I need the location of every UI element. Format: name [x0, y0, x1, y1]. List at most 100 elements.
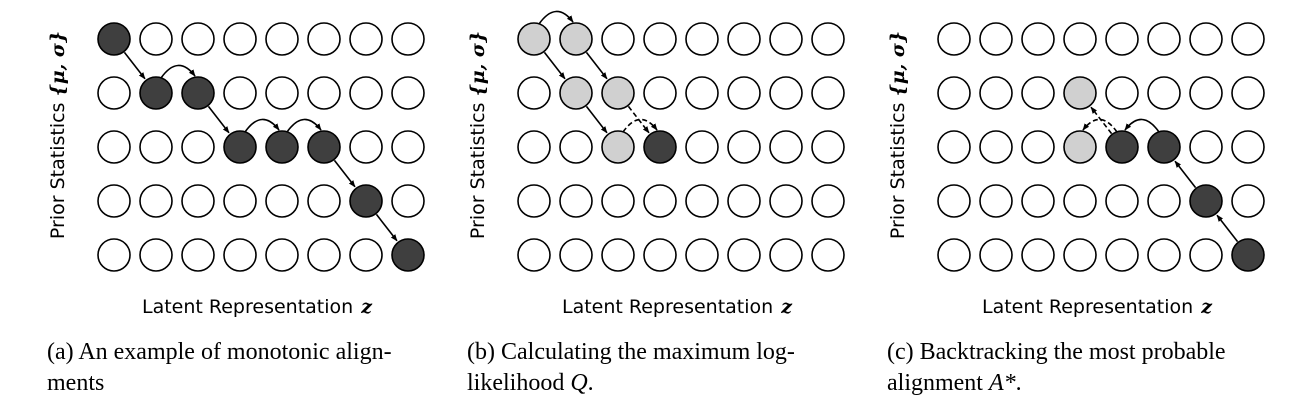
- grid-node: [517, 238, 551, 272]
- grid-node: [1021, 22, 1055, 56]
- grid-node: [685, 76, 719, 110]
- y-axis-symbol: {μ, σ}: [47, 30, 69, 97]
- grid-node: [685, 184, 719, 218]
- grid-node: [223, 22, 257, 56]
- y-axis-symbol: {μ, σ}: [887, 30, 909, 97]
- grid-node: [685, 130, 719, 164]
- y-axis-label-text: Prior Statistics: [887, 102, 909, 240]
- x-axis-label-text: Latent Representation: [562, 296, 774, 318]
- grid-node: [265, 22, 299, 56]
- x-axis-symbol: z: [1201, 296, 1212, 318]
- grid-node: [769, 238, 803, 272]
- transition-arrow: [207, 105, 230, 134]
- grid-node: [643, 184, 677, 218]
- y-axis-label: Prior Statistics {μ, σ}: [46, 5, 70, 265]
- grid-node: [391, 130, 425, 164]
- grid-node: [643, 238, 677, 272]
- transition-arrow: [375, 213, 398, 242]
- grid-node: [349, 238, 383, 272]
- grid-node: [643, 76, 677, 110]
- caption-tail: .: [587, 370, 594, 396]
- grid-node: [769, 130, 803, 164]
- grid-node: [97, 184, 131, 218]
- grid-node: [1105, 76, 1139, 110]
- grid-node: [139, 184, 173, 218]
- y-axis-label-text: Prior Statistics: [467, 102, 489, 240]
- caption-line-1: (c) Backtracking the most probable: [887, 339, 1226, 365]
- aligned-node: [391, 238, 425, 272]
- grid-node: [181, 22, 215, 56]
- grid-node: [1231, 22, 1265, 56]
- aligned-node: [643, 130, 677, 164]
- grid-node: [265, 76, 299, 110]
- transition-arrow: [333, 159, 356, 188]
- grid-node: [97, 238, 131, 272]
- grid-node: [769, 76, 803, 110]
- grid-node: [979, 184, 1013, 218]
- transition-arrow: [160, 64, 196, 79]
- grid-node: [811, 76, 845, 110]
- x-axis-label-text: Latent Representation: [142, 296, 354, 318]
- transition-arrow: [123, 51, 146, 80]
- grid-node: [307, 22, 341, 56]
- grid-node: [517, 76, 551, 110]
- grid-node: [727, 184, 761, 218]
- aligned-node: [223, 130, 257, 164]
- visited-node: [517, 22, 551, 56]
- grid-node: [307, 238, 341, 272]
- y-axis-symbol: {μ, σ}: [467, 30, 489, 97]
- panel-a: Prior Statistics {μ, σ} Latent Represent…: [0, 0, 425, 413]
- caption: (c) Backtracking the most probable align…: [887, 337, 1287, 399]
- grid-node: [1189, 238, 1223, 272]
- grid-node: [727, 238, 761, 272]
- grid-node: [139, 22, 173, 56]
- grid-node: [559, 184, 593, 218]
- grid-node: [1105, 238, 1139, 272]
- panel-c: Prior Statistics {μ, σ} Latent Represent…: [840, 0, 1265, 413]
- grid-node: [1021, 130, 1055, 164]
- grid-node: [937, 184, 971, 218]
- caption-math: Q: [570, 370, 588, 396]
- transition-arrow: [1124, 118, 1160, 133]
- y-axis-label-text: Prior Statistics: [47, 102, 69, 240]
- visited-node: [601, 130, 635, 164]
- grid-node: [265, 184, 299, 218]
- grid-node: [1147, 22, 1181, 56]
- grid-node: [1147, 76, 1181, 110]
- candidate-transition-arrow: [622, 118, 658, 133]
- grid-node: [769, 184, 803, 218]
- grid-node: [979, 22, 1013, 56]
- transition-arrow: [1174, 160, 1197, 189]
- caption-line-2-text: ments: [47, 370, 105, 396]
- x-axis-symbol: z: [781, 296, 792, 318]
- grid-node: [727, 130, 761, 164]
- grid-node: [1105, 184, 1139, 218]
- transition-arrow: [543, 51, 566, 80]
- caption-line-2: ments: [47, 368, 447, 399]
- caption-line-1: (a) An example of monotonic align-: [47, 339, 392, 365]
- grid-node: [1231, 184, 1265, 218]
- grid-node: [601, 238, 635, 272]
- grid-node: [391, 76, 425, 110]
- grid-node: [1063, 22, 1097, 56]
- grid-node: [979, 76, 1013, 110]
- aligned-node: [349, 184, 383, 218]
- x-axis-symbol: z: [361, 296, 372, 318]
- visited-node: [601, 76, 635, 110]
- alignment-grid-c: [937, 22, 1265, 272]
- grid-node: [811, 238, 845, 272]
- grid-node: [349, 22, 383, 56]
- grid-node: [937, 76, 971, 110]
- grid-node: [97, 130, 131, 164]
- y-axis-label: Prior Statistics {μ, σ}: [886, 5, 910, 265]
- caption-line-2: alignment A*.: [887, 368, 1287, 399]
- grid-node: [685, 238, 719, 272]
- aligned-node: [139, 76, 173, 110]
- grid-node: [1021, 184, 1055, 218]
- grid-node: [1021, 76, 1055, 110]
- grid-node: [223, 238, 257, 272]
- grid-node: [1189, 76, 1223, 110]
- grid-node: [727, 22, 761, 56]
- grid-node: [517, 184, 551, 218]
- visited-node: [559, 76, 593, 110]
